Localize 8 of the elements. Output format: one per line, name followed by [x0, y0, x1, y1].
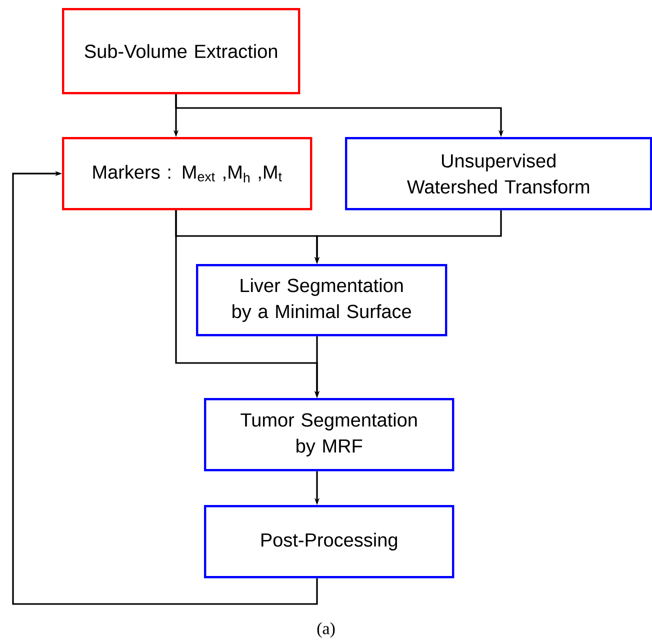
input-box: Sub-Volume Extraction [62, 8, 300, 94]
process-box: Post-Processing [204, 505, 454, 578]
process-box: Tumor Segmentation by MRF [204, 398, 454, 472]
process-box: Liver Segmentation by a Minimal Surface [196, 264, 448, 336]
input-box: Markers : M$_{ext}$ ,M$_{h}$ ,M$_{t}$ [62, 137, 312, 210]
process-box: Unsupervised Watershed Transform [345, 137, 652, 210]
caption: (a) [317, 622, 335, 638]
arrow [12, 171, 318, 605]
